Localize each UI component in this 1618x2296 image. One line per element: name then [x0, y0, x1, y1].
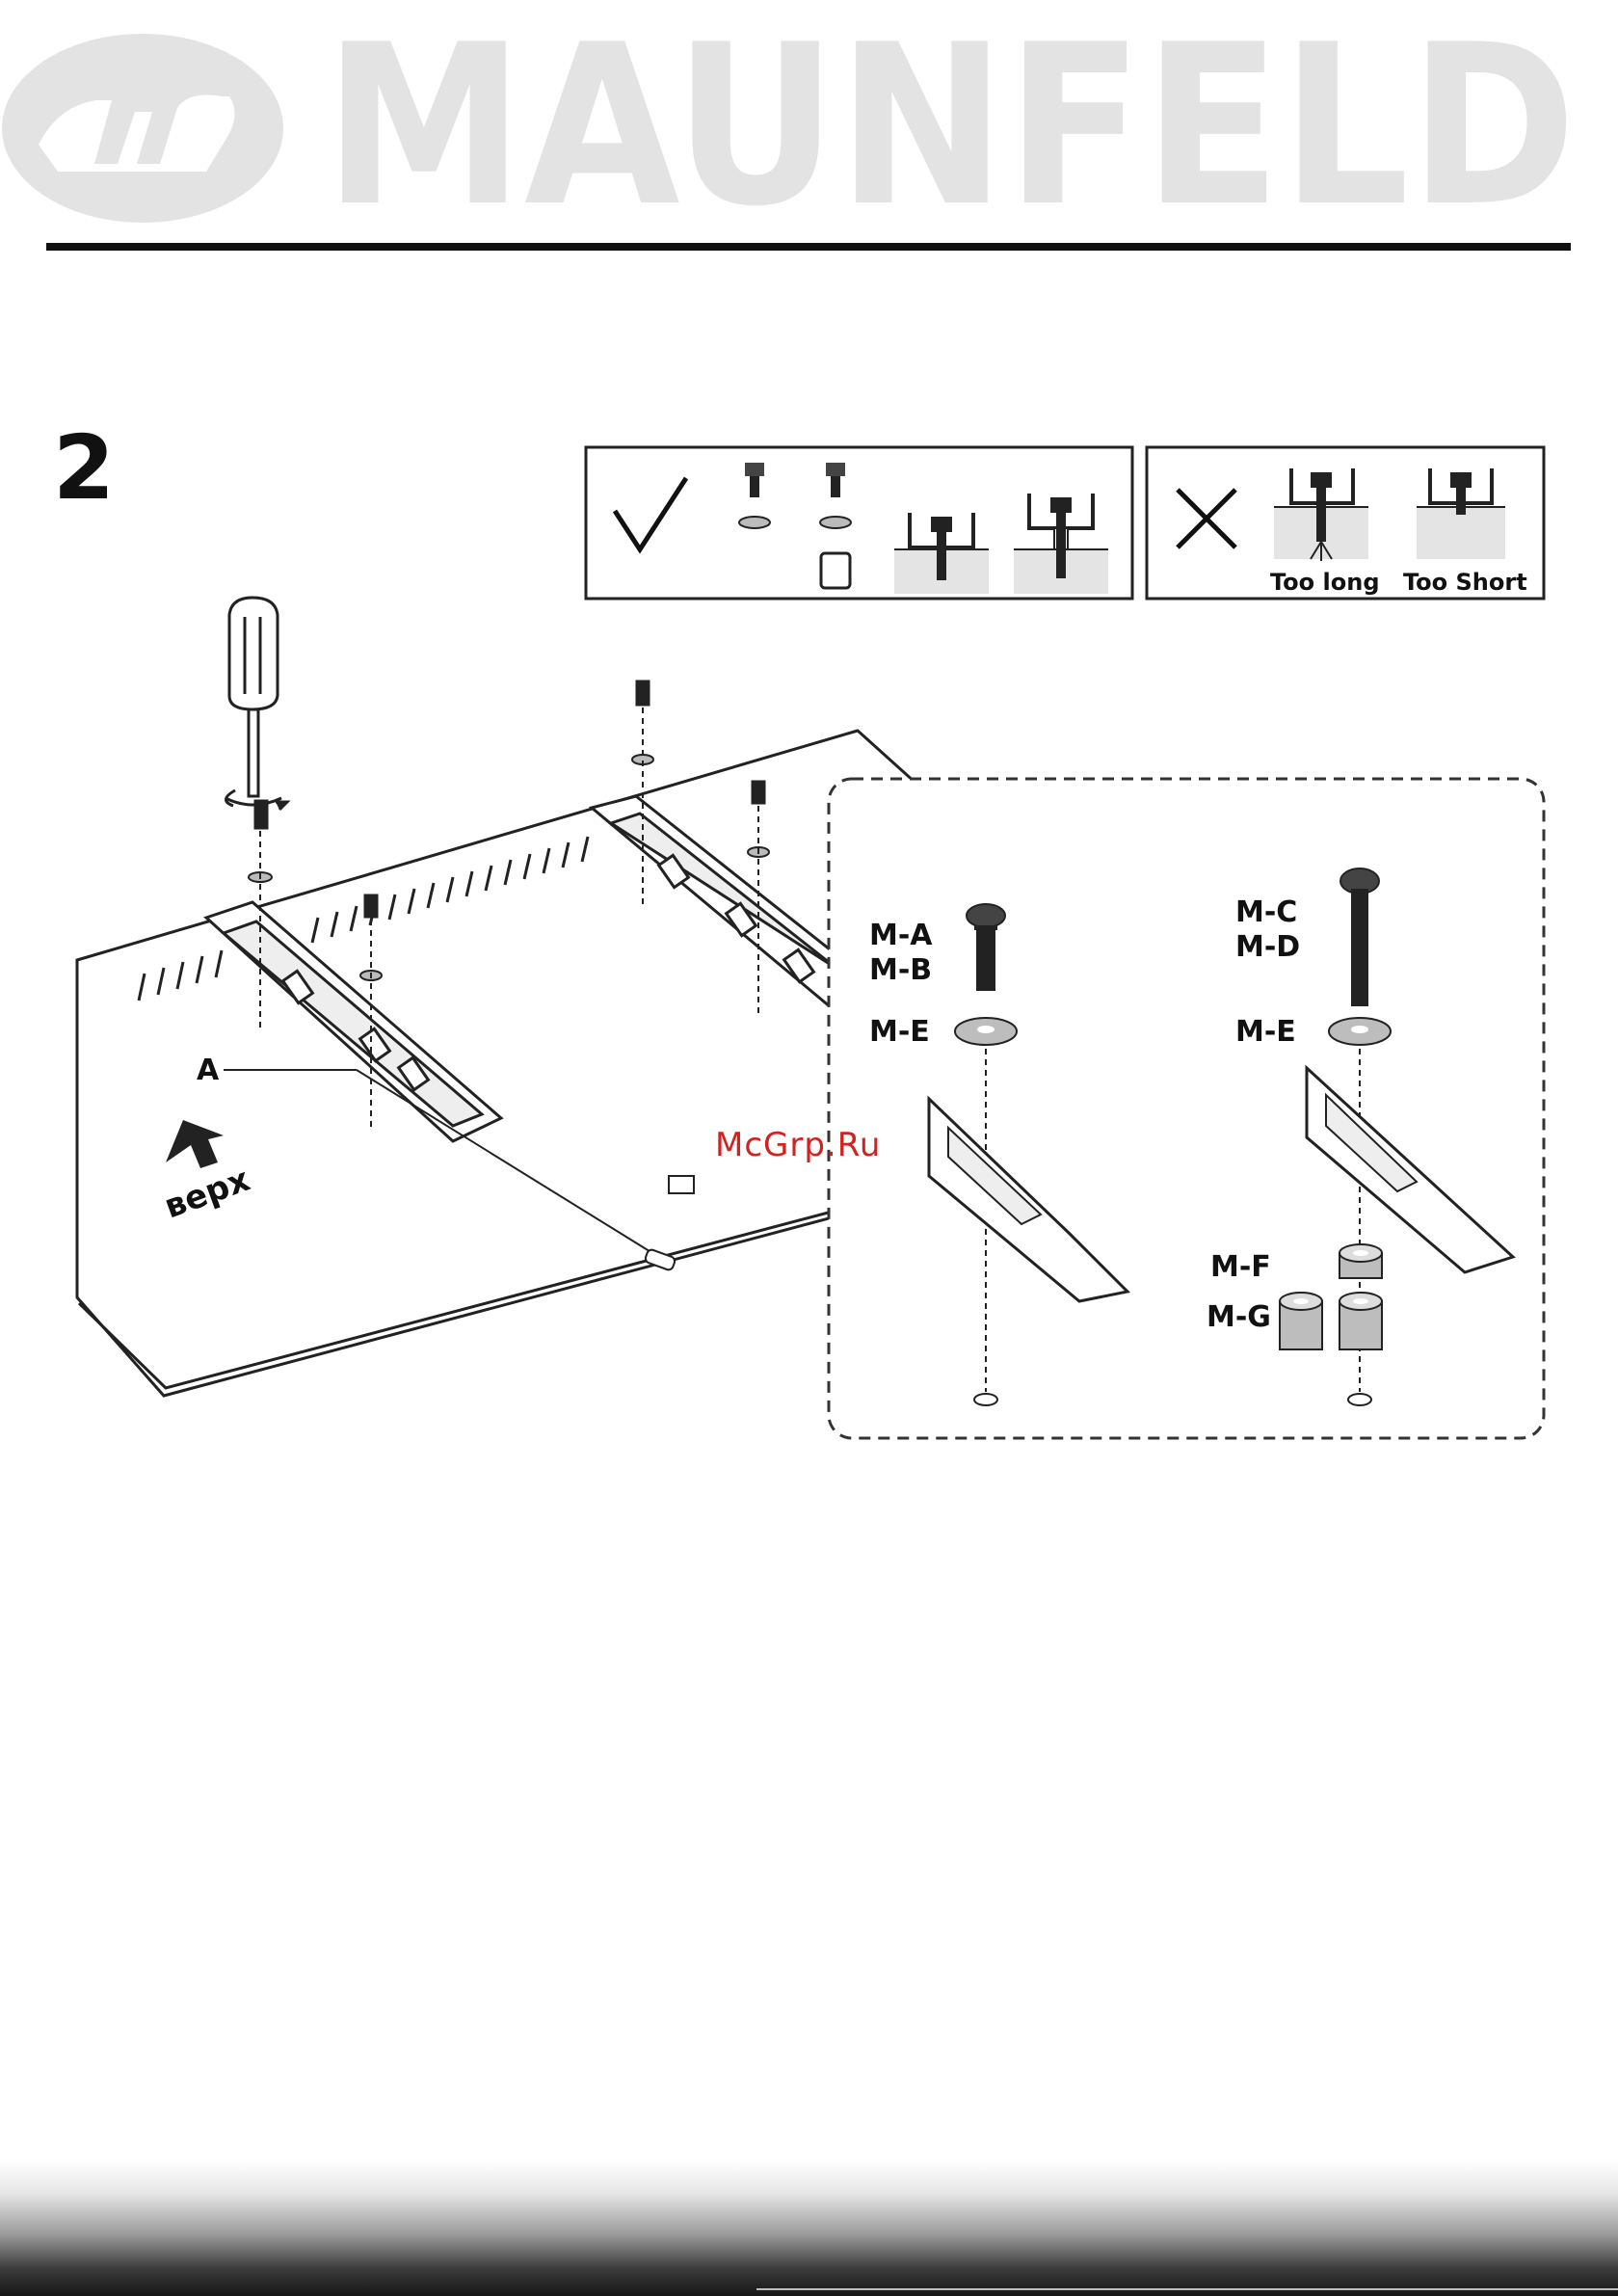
header-rule [46, 243, 1571, 251]
detail-callout: M-A M-B M-E M-C M-D M-E [829, 779, 1544, 1438]
wrong-usage-panel: Too long Too Short [1147, 447, 1544, 599]
correct-usage-panel [586, 447, 1132, 599]
label-m-a: M-A [869, 919, 933, 952]
screwdriver-icon [225, 598, 287, 810]
assembly-drawing: Too long Too Short [0, 424, 1618, 1484]
maunfeld-m-logo-icon [2, 34, 283, 223]
too-long-label: Too long [1270, 569, 1380, 596]
header-logo: MAUNFELD [0, 0, 1618, 251]
watermark: McGrp.Ru [715, 1126, 881, 1164]
brand-wordmark: MAUNFELD [324, 0, 1577, 251]
too-short-label: Too Short [1403, 569, 1527, 596]
footer-band [0, 2159, 1618, 2296]
label-m-b: M-B [869, 953, 932, 987]
label-m-c: M-C [1235, 895, 1297, 929]
spacer-long-icon-right [1339, 1293, 1382, 1349]
label-m-e-left: M-E [869, 1015, 930, 1049]
correct-screw-depth-icon [894, 513, 989, 594]
label-m-e-right: M-E [1235, 1015, 1296, 1049]
bracket-label: A [197, 1054, 220, 1087]
label-m-d: M-D [1235, 930, 1300, 964]
spacer-short-icon [1339, 1244, 1382, 1278]
label-m-g: M-G [1207, 1300, 1271, 1334]
spacer-long-icon-left [1280, 1293, 1322, 1349]
label-m-f: M-F [1210, 1250, 1271, 1284]
footer-line [756, 2288, 1618, 2290]
